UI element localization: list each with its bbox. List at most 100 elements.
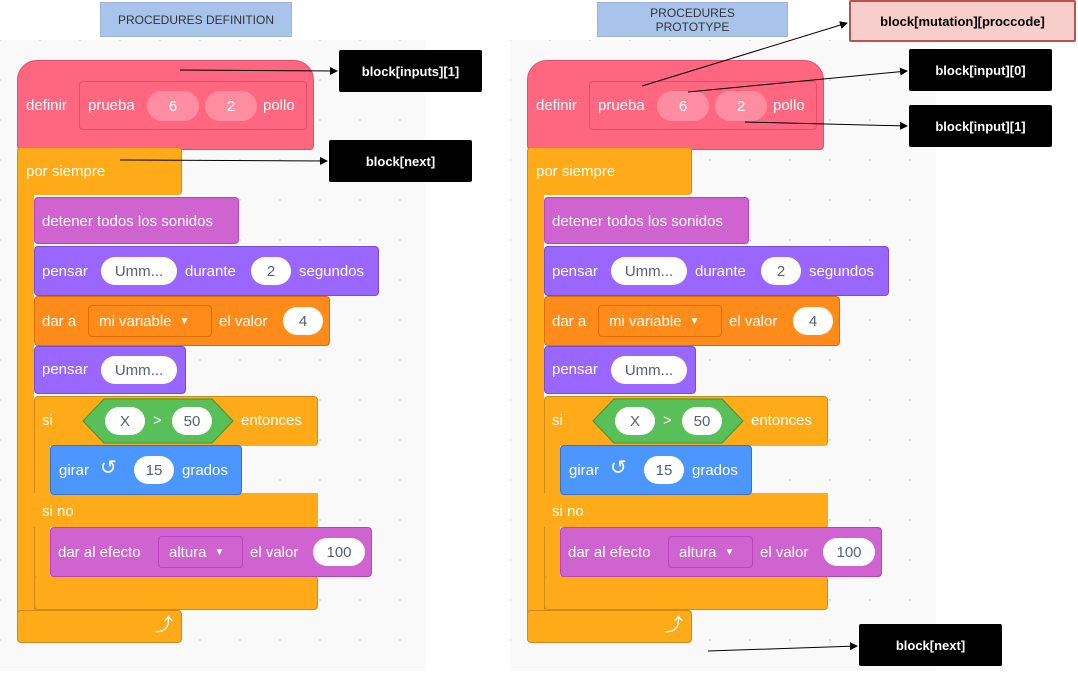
think-for-block[interactable] xyxy=(544,246,889,296)
proc-arg-1[interactable]: 6 xyxy=(657,91,709,121)
stop-sounds-label: detener todos los sonidos xyxy=(552,213,723,230)
rotate-left-icon: ↺ xyxy=(610,457,627,479)
think-for-block[interactable] xyxy=(34,246,379,296)
procedures-prototype-title-line1: PROCEDURES xyxy=(650,5,735,20)
proc-arg-2[interactable]: 2 xyxy=(715,91,767,121)
condition-operator: > xyxy=(663,412,672,429)
set-effect-label: dar al efecto xyxy=(568,544,651,561)
if-else-block-bottom xyxy=(544,576,828,610)
set-variable-value-label: el valor xyxy=(219,313,268,330)
if-else-block-bottom xyxy=(34,576,318,610)
callout-inputs-1: block[inputs][1] xyxy=(339,50,482,92)
proc-suffix-label: pollo xyxy=(773,97,805,114)
chevron-down-icon: ▼ xyxy=(724,546,735,558)
condition-right-operand[interactable]: 50 xyxy=(172,407,212,435)
stop-sounds-block[interactable] xyxy=(34,197,239,244)
callout-next-right-text: block[next] xyxy=(895,637,966,653)
turn-unit-label: grados xyxy=(692,462,738,479)
procedures-definition-title: PROCEDURES DEFINITION xyxy=(100,2,292,37)
proc-name-label: prueba xyxy=(598,97,645,114)
callout-input-1-text: block[input][1] xyxy=(935,118,1026,134)
turn-degrees[interactable]: 15 xyxy=(134,456,174,484)
set-variable-label: dar a xyxy=(552,313,587,330)
set-effect-value-label: el valor xyxy=(250,544,299,561)
effect-dropdown-value: altura xyxy=(169,543,207,561)
think-for-label: pensar xyxy=(552,263,598,280)
stop-sounds-label: detener todos los sonidos xyxy=(42,213,213,230)
if-else-block-middle xyxy=(34,493,318,527)
define-label: definir xyxy=(536,97,577,114)
variable-dropdown[interactable]: mi variable▼ xyxy=(598,305,722,337)
loop-arrow-icon: ⤴ xyxy=(665,615,683,635)
callout-input-0: block[input][0] xyxy=(909,49,1052,91)
set-variable-label: dar a xyxy=(42,313,77,330)
think-for-label: pensar xyxy=(42,263,88,280)
callout-next-left-text: block[next] xyxy=(365,153,436,169)
then-label: entonces xyxy=(241,412,302,429)
forever-block-bottom xyxy=(17,610,182,643)
proc-arg-2[interactable]: 2 xyxy=(205,91,257,121)
think-label: pensar xyxy=(42,361,88,378)
condition-right-operand[interactable]: 50 xyxy=(682,407,722,435)
think-for-during-label: durante xyxy=(185,263,236,280)
effect-dropdown-value: altura xyxy=(679,543,717,561)
else-label: si no xyxy=(552,503,584,520)
think-for-message[interactable]: Umm... xyxy=(611,257,687,285)
think-label: pensar xyxy=(552,361,598,378)
variable-dropdown[interactable]: mi variable▼ xyxy=(88,305,212,337)
proc-arg-1[interactable]: 6 xyxy=(147,91,199,121)
condition-left-operand[interactable]: X xyxy=(105,407,145,435)
loop-arrow-icon: ⤴ xyxy=(155,615,173,635)
forever-block-top[interactable] xyxy=(17,147,182,195)
think-for-unit-label: segundos xyxy=(299,263,365,280)
think-for-during-label: durante xyxy=(695,263,746,280)
if-label: si xyxy=(42,412,53,429)
left-script: definir prueba 6 2 pollo por siempre ⤴ d… xyxy=(0,0,440,673)
callout-mutation-proccode-text: block[mutation][proccode] xyxy=(880,13,1045,29)
procedures-definition-title-text: PROCEDURES DEFINITION xyxy=(117,12,274,27)
turn-degrees[interactable]: 15 xyxy=(644,456,684,484)
set-effect-value[interactable]: 100 xyxy=(313,538,365,566)
rotate-left-icon: ↺ xyxy=(100,457,117,479)
stop-sounds-block[interactable] xyxy=(544,197,749,244)
chevron-down-icon: ▼ xyxy=(214,546,225,558)
variable-dropdown-value: mi variable xyxy=(609,312,682,330)
forever-label: por siempre xyxy=(536,163,616,180)
define-label: definir xyxy=(26,97,67,114)
set-effect-value[interactable]: 100 xyxy=(823,538,875,566)
effect-dropdown[interactable]: altura ▼ xyxy=(158,536,243,568)
forever-block-top[interactable] xyxy=(527,147,692,195)
think-message[interactable]: Umm... xyxy=(611,356,687,384)
chevron-down-icon: ▼ xyxy=(179,315,190,327)
forever-block-arm xyxy=(527,190,544,620)
callout-input-0-text: block[input][0] xyxy=(935,62,1026,78)
callout-inputs-1-text: block[inputs][1] xyxy=(361,63,460,79)
condition-operator: > xyxy=(153,412,162,429)
turn-label: girar xyxy=(59,462,90,479)
callout-next-right: block[next] xyxy=(859,624,1002,666)
set-variable-value[interactable]: 4 xyxy=(283,307,323,335)
forever-block-bottom xyxy=(527,610,692,643)
forever-label: por siempre xyxy=(26,163,106,180)
turn-unit-label: grados xyxy=(182,462,228,479)
think-for-seconds[interactable]: 2 xyxy=(251,257,291,285)
set-variable-value[interactable]: 4 xyxy=(793,307,833,335)
turn-label: girar xyxy=(569,462,600,479)
right-script: definir prueba 6 2 pollo por siempre ⤴ d… xyxy=(510,0,950,673)
set-effect-label: dar al efecto xyxy=(58,544,141,561)
proc-suffix-label: pollo xyxy=(263,97,295,114)
effect-dropdown[interactable]: altura ▼ xyxy=(668,536,753,568)
callout-input-1: block[input][1] xyxy=(909,105,1052,147)
set-effect-value-label: el valor xyxy=(760,544,809,561)
think-for-unit-label: segundos xyxy=(809,263,875,280)
if-label: si xyxy=(552,412,563,429)
callout-mutation-proccode: block[mutation][proccode] xyxy=(849,0,1076,42)
if-else-block-middle xyxy=(544,493,828,527)
condition-left-operand[interactable]: X xyxy=(615,407,655,435)
then-label: entonces xyxy=(751,412,812,429)
set-variable-value-label: el valor xyxy=(729,313,778,330)
think-for-seconds[interactable]: 2 xyxy=(761,257,801,285)
think-for-message[interactable]: Umm... xyxy=(101,257,177,285)
think-message[interactable]: Umm... xyxy=(101,356,177,384)
callout-next-left: block[next] xyxy=(329,140,472,182)
